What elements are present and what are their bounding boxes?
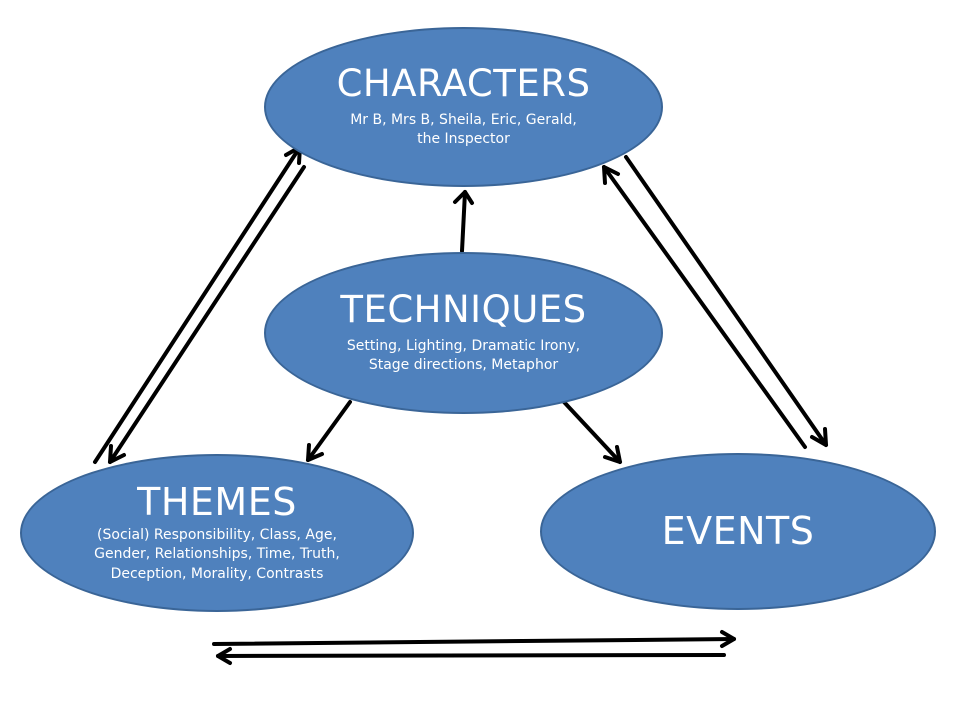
arrow-characters-to-events [624,155,828,447]
arrow-themes-to-characters [93,145,302,464]
arrow-events-to-themes [216,647,726,665]
arrow-techniques-to-events [562,400,622,464]
themes-description: (Social) Responsibility, Class, Age, Gen… [94,526,340,582]
arrow-themes-to-events [212,630,736,648]
techniques-description: Setting, Lighting, Dramatic Irony, Stage… [346,337,581,374]
characters-title: CHARACTERS [336,62,591,106]
themes-title: THEMES [137,480,297,525]
arrow-events-to-characters [602,165,807,449]
themes-node: THEMES (Social) Responsibility, Class, A… [20,454,414,612]
arrow-techniques-to-characters [453,190,474,253]
characters-node: CHARACTERS Mr B, Mrs B, Sheila, Eric, Ge… [264,27,663,187]
characters-description: Mr B, Mrs B, Sheila, Eric, Gerald, the I… [350,111,577,148]
techniques-title: TECHNIQUES [340,288,587,332]
events-title: EVENTS [661,508,815,553]
arrow-techniques-to-themes [306,400,352,462]
events-node: EVENTS [540,453,936,610]
arrow-characters-to-themes [108,165,306,464]
techniques-node: TECHNIQUES Setting, Lighting, Dramatic I… [264,252,663,414]
